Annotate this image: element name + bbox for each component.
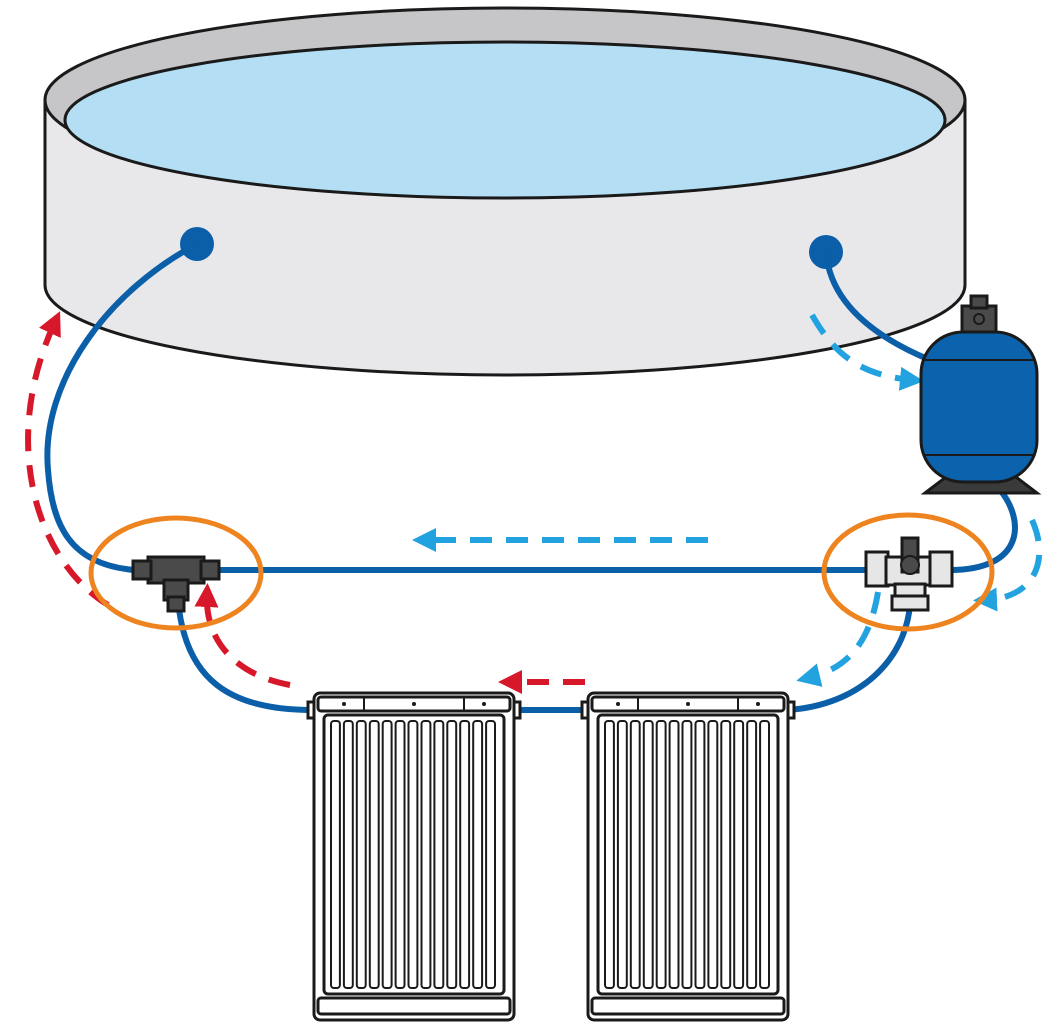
flow-arrows — [25, 311, 1043, 694]
panel-tube — [446, 720, 458, 989]
valve-handle-cap — [900, 555, 920, 575]
pipe-panel-to-tee — [175, 597, 315, 713]
filter-body — [919, 330, 1039, 484]
highlight-ring-tee — [88, 515, 264, 631]
panel-tube — [330, 720, 341, 989]
panel-tube — [616, 720, 628, 989]
panel-tube — [707, 720, 719, 989]
sand-filter — [919, 294, 1042, 495]
flow-arrow-hot-from-panel — [194, 583, 291, 688]
panel-screw — [482, 702, 486, 706]
tee-end-left — [131, 559, 153, 581]
pipe-skimmer-to-filter — [823, 249, 933, 363]
valve-end-right — [928, 550, 954, 588]
valve-branch-end — [890, 594, 930, 612]
flow-arrow-cold-from-filter — [973, 518, 1043, 612]
highlight-ring-valve — [821, 512, 995, 632]
pipe-return-to-pool — [44, 241, 200, 573]
panel-tube — [342, 720, 354, 989]
tee-fitting — [131, 555, 221, 613]
solar-panel-1 — [306, 691, 522, 1022]
solar-panel-2 — [580, 691, 796, 1022]
panel-tube — [420, 720, 432, 989]
filter-valve-knob — [969, 294, 989, 310]
panel-tube — [759, 720, 770, 989]
panel-tube — [655, 720, 667, 989]
panel-tube — [733, 720, 745, 989]
filter-gauge — [973, 313, 985, 325]
panel-tube — [746, 720, 758, 989]
panel-tube — [604, 720, 615, 989]
panel-footer-manifold — [590, 996, 786, 1016]
tee-end-right — [199, 559, 221, 581]
pool — [43, 6, 967, 377]
panel-tube — [433, 720, 445, 989]
panel-screw — [686, 702, 690, 706]
panel-footer-manifold — [316, 996, 512, 1016]
three-way-valve — [864, 536, 954, 612]
panel-tube — [355, 720, 367, 989]
tee-branch-end — [166, 595, 186, 613]
flow-arrow-cold-to-panel — [796, 591, 881, 687]
flow-arrow-cold-to-filter — [809, 313, 924, 391]
panel-screw — [342, 702, 346, 706]
panel-tube — [368, 720, 380, 989]
pipe-filter-to-valve — [947, 487, 1018, 573]
panel-tube — [681, 720, 693, 989]
panel-tube — [694, 720, 706, 989]
panel-tube — [642, 720, 654, 989]
panel-tube — [629, 720, 641, 989]
panel-screw — [616, 702, 620, 706]
pool-water — [63, 40, 947, 200]
panel-screw — [412, 702, 416, 706]
flow-arrow-hot-return — [25, 311, 110, 608]
panel-tube — [668, 720, 680, 989]
panel-tube — [720, 720, 732, 989]
pipe-network — [44, 241, 1018, 713]
panel-tube — [394, 720, 406, 989]
panel-tube — [407, 720, 419, 989]
panel-tube — [381, 720, 393, 989]
panel-tube — [472, 720, 484, 989]
panel-screw — [756, 702, 760, 706]
panel-tube — [485, 720, 497, 989]
pipe-valve-to-panel — [785, 602, 913, 713]
panel-tube — [459, 720, 471, 989]
